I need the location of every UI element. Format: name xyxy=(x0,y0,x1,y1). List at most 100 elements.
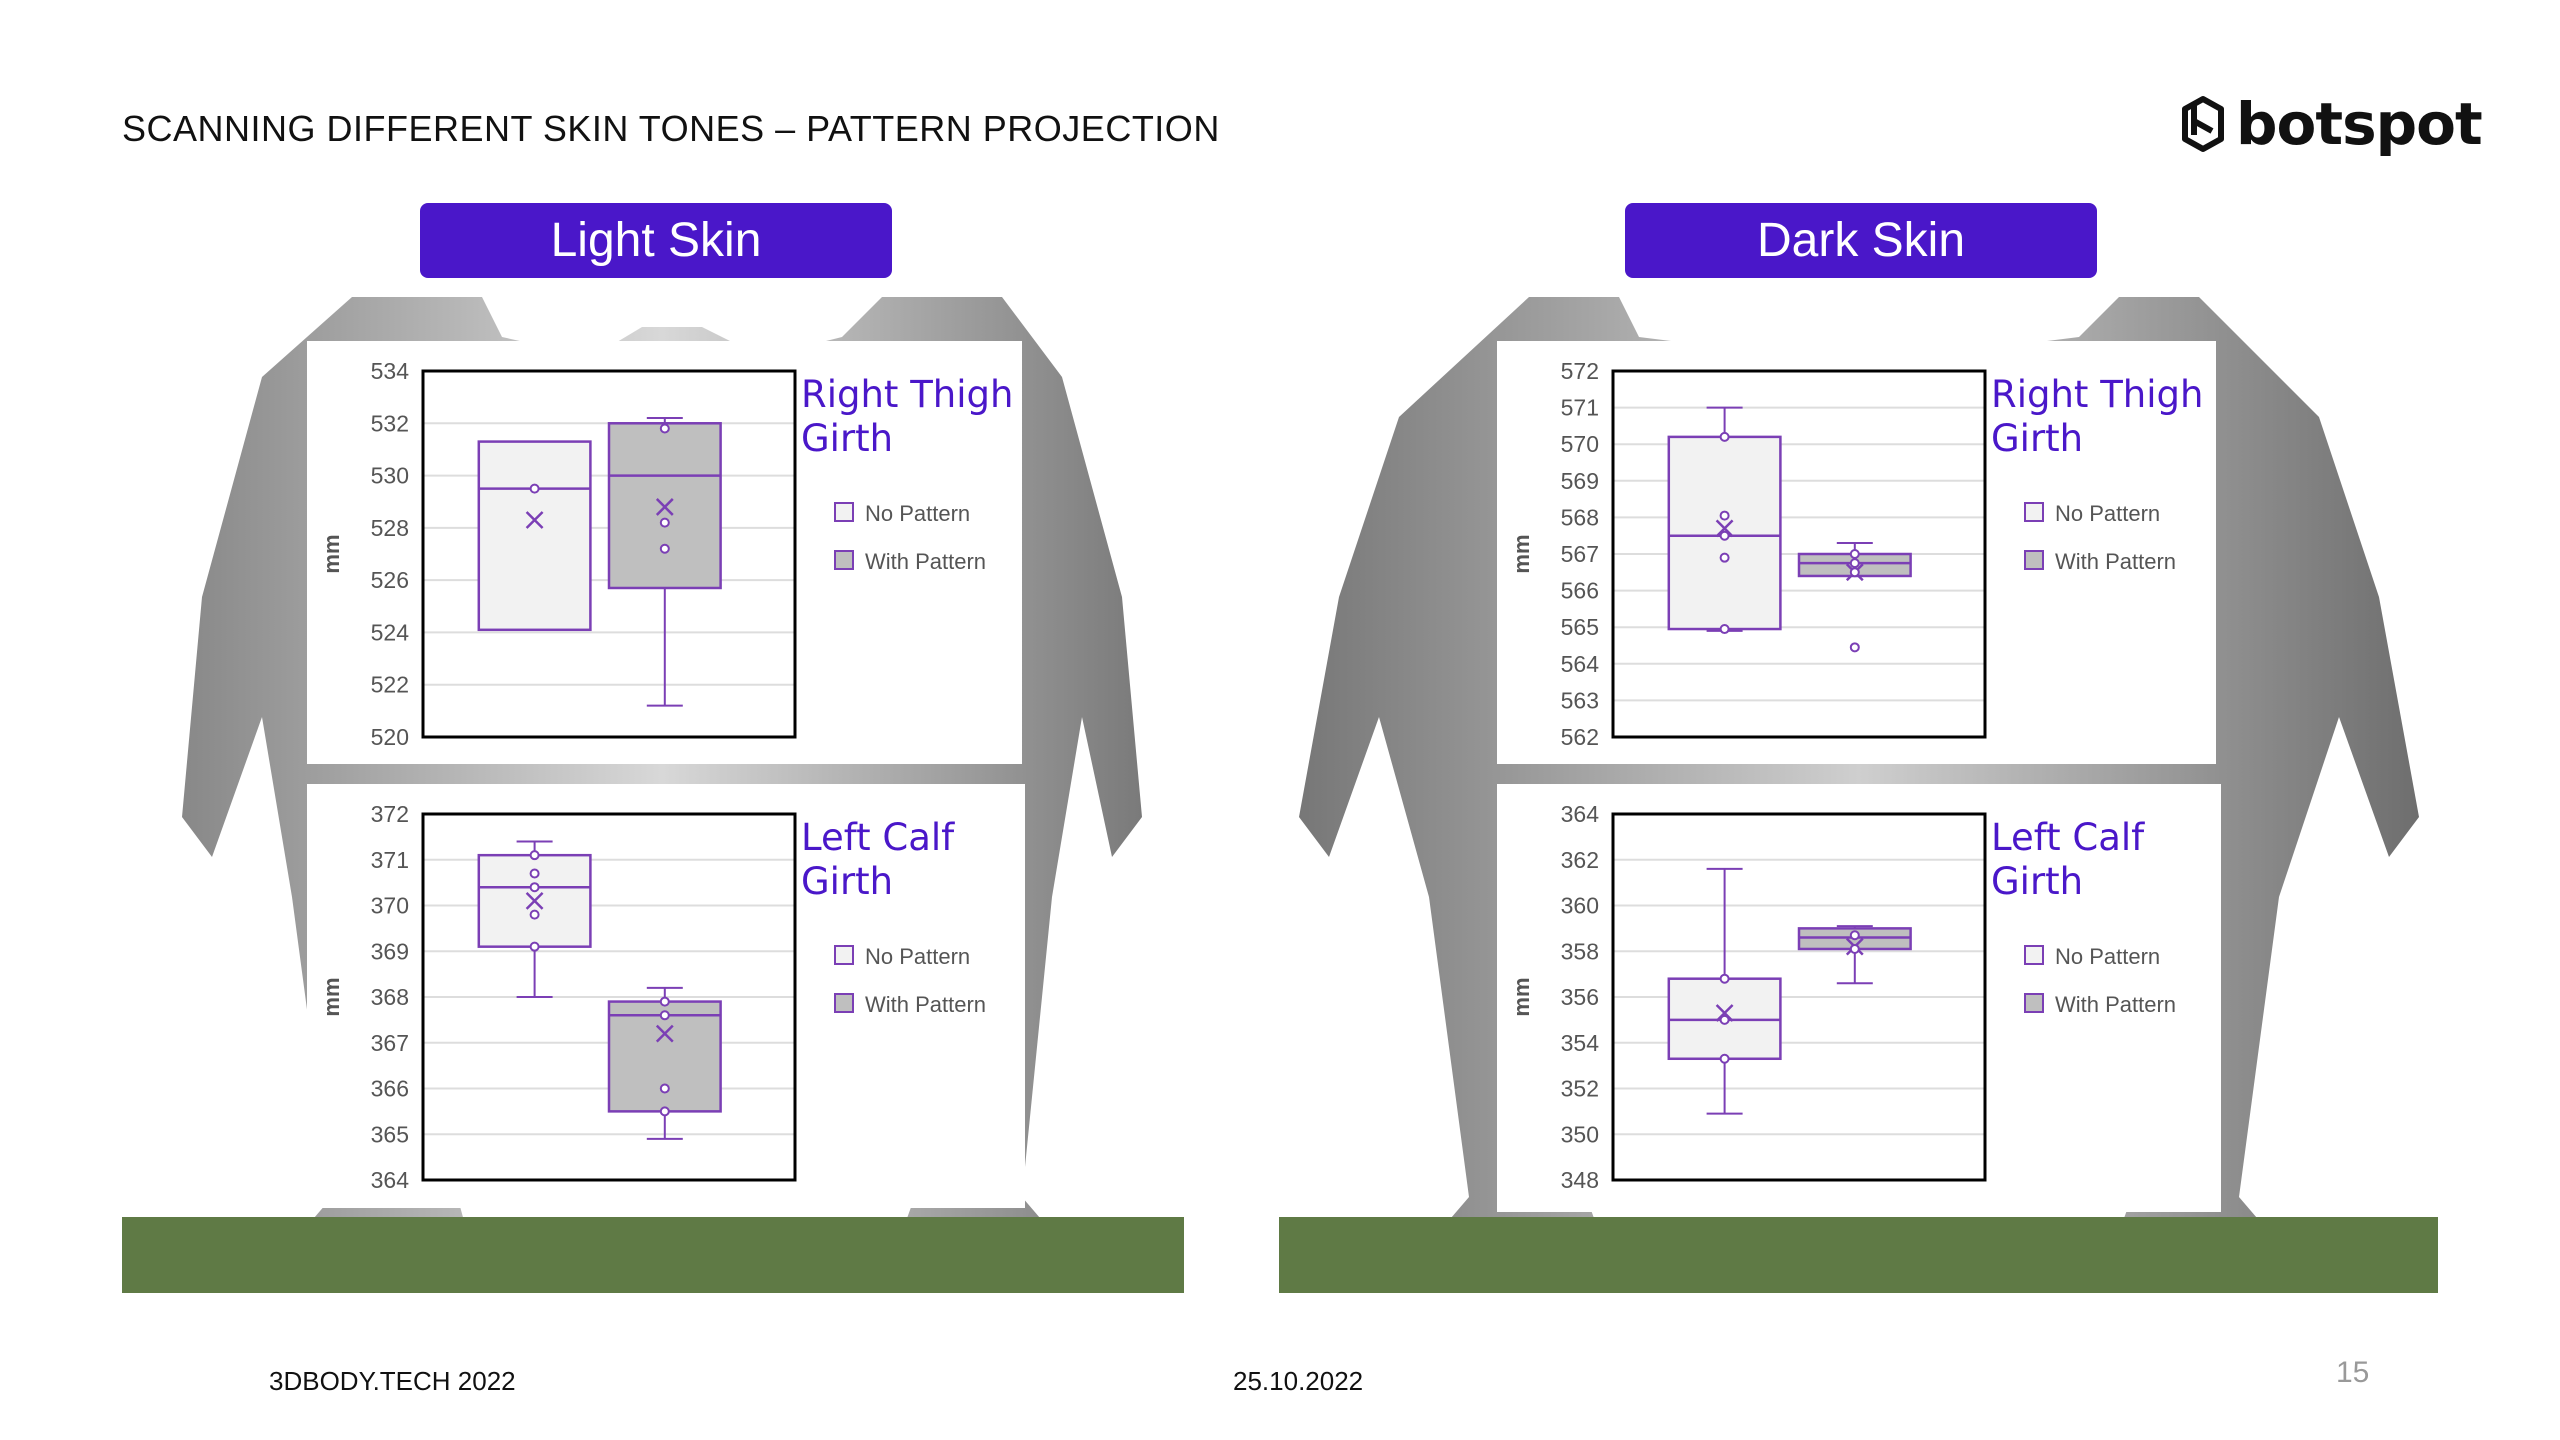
page-number: 15 xyxy=(2336,1356,2370,1389)
mean-marker xyxy=(1715,1004,1734,1022)
box-with-pattern xyxy=(607,422,722,590)
y-axis-label: mm xyxy=(1509,534,1534,573)
plot-frame xyxy=(421,369,797,739)
legend-label: With Pattern xyxy=(865,992,986,1017)
data-point xyxy=(659,517,670,528)
y-tick-label: 366 xyxy=(371,1076,409,1102)
legend-label: No Pattern xyxy=(2055,944,2160,969)
plot-frame xyxy=(421,812,797,1182)
legend-label: No Pattern xyxy=(865,944,970,969)
legend-label: With Pattern xyxy=(2055,549,2176,574)
y-tick-label: 520 xyxy=(371,724,409,750)
data-point xyxy=(659,1010,670,1021)
y-tick-label: 372 xyxy=(371,801,409,827)
data-point xyxy=(659,543,670,554)
logo-text: botspot xyxy=(2236,90,2483,158)
chart-title: Right Thigh xyxy=(1991,373,2203,416)
data-point xyxy=(1849,930,1860,941)
legend-swatch xyxy=(2024,945,2044,965)
y-tick-label: 569 xyxy=(1561,468,1599,494)
botspot-logo: botspot xyxy=(2180,90,2483,158)
y-tick-label: 350 xyxy=(1561,1121,1599,1147)
footer-event: 3DBODY.TECH 2022 xyxy=(269,1366,516,1396)
data-point xyxy=(1849,567,1860,578)
data-point xyxy=(529,882,540,893)
mean-marker xyxy=(655,498,674,516)
data-point xyxy=(529,909,540,920)
data-point xyxy=(1849,549,1860,559)
data-point xyxy=(1719,552,1730,563)
y-tick-label: 566 xyxy=(1561,578,1599,604)
legend-label: With Pattern xyxy=(2055,992,2176,1017)
chart-title: Left Calf xyxy=(1991,816,2145,859)
y-tick-label: 364 xyxy=(371,1167,410,1193)
y-tick-label: 365 xyxy=(371,1121,409,1147)
data-point xyxy=(529,850,540,861)
y-tick-label: 532 xyxy=(371,410,409,436)
dark-skin-label: Dark Skin xyxy=(1625,203,2097,278)
legend-label: No Pattern xyxy=(2055,501,2160,526)
y-tick-label: 522 xyxy=(371,672,409,698)
chart-title: Right Thigh xyxy=(801,373,1013,416)
footer-date: 25.10.2022 xyxy=(1233,1366,1364,1396)
y-tick-label: 362 xyxy=(1561,847,1599,873)
y-tick-label: 534 xyxy=(371,358,410,384)
slide-title: SCANNING DIFFERENT SKIN TONES – PATTERN … xyxy=(122,108,1220,149)
y-tick-label: 358 xyxy=(1561,938,1599,964)
data-point xyxy=(1719,624,1730,635)
y-tick-label: 568 xyxy=(1561,504,1599,530)
chart-title: Girth xyxy=(801,417,893,460)
legend-swatch xyxy=(2024,502,2044,522)
chart-title: Left Calf xyxy=(801,816,955,859)
data-point xyxy=(1719,530,1730,541)
y-tick-label: 530 xyxy=(371,463,409,489)
plot-frame xyxy=(1611,812,1987,1182)
y-tick-label: 572 xyxy=(1561,358,1599,384)
chart-title: Girth xyxy=(1991,417,2083,460)
y-tick-label: 563 xyxy=(1561,687,1599,713)
y-tick-label: 567 xyxy=(1561,541,1599,567)
data-point xyxy=(1719,1053,1730,1064)
legend-swatch xyxy=(834,993,854,1013)
box-plot: 562563564565566567568569570571572mmRight… xyxy=(1509,358,2203,750)
y-tick-label: 371 xyxy=(371,847,409,873)
light-skin-label: Light Skin xyxy=(420,203,892,278)
y-tick-label: 528 xyxy=(371,515,409,541)
box-no-pattern xyxy=(477,440,592,632)
ground xyxy=(1279,1217,2438,1293)
y-tick-label: 565 xyxy=(1561,614,1599,640)
y-tick-label: 564 xyxy=(1561,651,1600,677)
data-point xyxy=(1719,431,1730,442)
data-point xyxy=(529,868,540,879)
mean-marker xyxy=(525,892,544,910)
data-point xyxy=(659,996,670,1007)
data-point xyxy=(1719,1014,1730,1025)
y-tick-label: 352 xyxy=(1561,1076,1599,1102)
data-point xyxy=(1849,642,1860,653)
y-tick-label: 364 xyxy=(1561,801,1600,827)
legend-swatch xyxy=(834,945,854,965)
y-tick-label: 354 xyxy=(1561,1030,1600,1056)
mean-marker xyxy=(655,1024,674,1043)
mean-marker xyxy=(1715,519,1734,538)
legend-swatch xyxy=(2024,550,2044,570)
y-tick-label: 369 xyxy=(371,938,409,964)
data-point xyxy=(529,483,540,494)
y-tick-label: 524 xyxy=(371,619,410,645)
data-point xyxy=(1719,510,1730,521)
legend-swatch xyxy=(834,550,854,570)
y-tick-label: 562 xyxy=(1561,724,1599,750)
y-tick-label: 526 xyxy=(371,567,409,593)
chart-title: Girth xyxy=(801,860,893,903)
y-tick-label: 356 xyxy=(1561,984,1599,1010)
y-axis-label: mm xyxy=(1509,977,1534,1016)
y-axis-label: mm xyxy=(319,977,344,1016)
y-tick-label: 368 xyxy=(371,984,409,1010)
y-tick-label: 571 xyxy=(1561,395,1599,421)
legend-swatch xyxy=(834,502,854,522)
chart-title: Girth xyxy=(1991,860,2083,903)
